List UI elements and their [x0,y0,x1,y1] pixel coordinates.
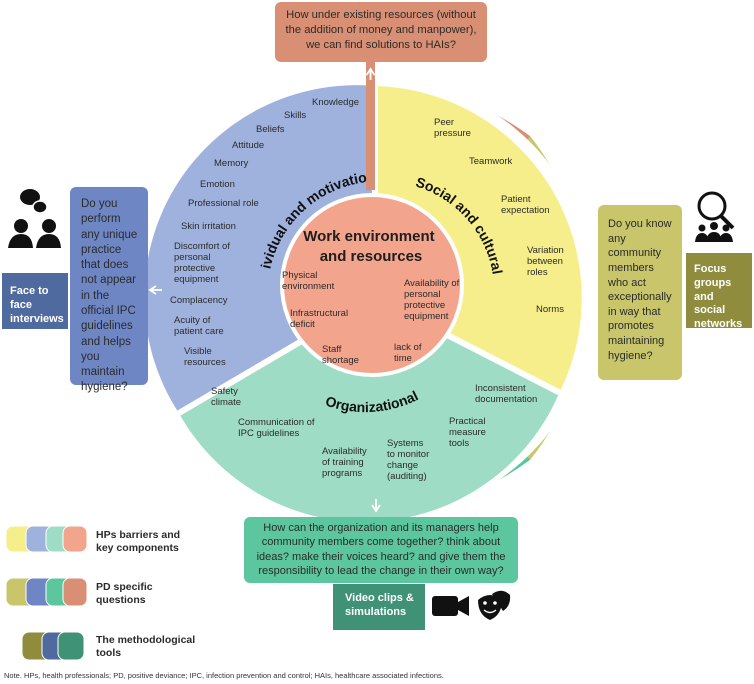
item-beliefs: Beliefs [256,124,285,135]
magnifier-group-icon [695,191,735,242]
question-text-top: How under existing resources (without th… [285,9,477,51]
legend-swatch-1 [5,525,88,553]
tool-label-right: Focus groups and social networks [694,263,743,330]
theater-masks-icon [478,590,511,620]
question-text-right: Do you know any community members who ac… [608,218,672,362]
tool-label-bottom: Video clips & simulations [345,592,414,618]
tool-tag-bottom: Video clips & simulations [333,584,425,630]
question-box-left: Do you perform any unique practice that … [70,187,148,393]
center-circle [280,193,464,377]
legend-swatch-3 [21,631,85,661]
question-box-bottom: How can the organization and its manager… [244,517,518,583]
item-skills: Skills [284,110,306,121]
item-teamwork: Teamwork [469,156,513,167]
arrow-left-icon [148,285,162,295]
people-talking-icon [8,189,61,248]
question-box-right: Do you know any community members who ac… [598,205,682,380]
item-attitude: Attitude [232,140,264,151]
legend-label-1: HPs barriers and key components [96,529,181,554]
question-text-left: Do you perform any unique practice that … [81,198,138,394]
item-emotion: Emotion [200,179,235,190]
center-title: Work environment and resources [303,228,439,265]
item-professional-role: Professional role [188,198,259,209]
legend-label-3: The methodological tools [96,634,196,659]
arrow-right-icon [582,287,596,297]
question-text-bottom: How can the organization and its manager… [256,522,506,577]
legend-label-2: PD specific questions [96,581,153,606]
tool-label-left: Face to face interviews [10,285,64,325]
item-memory: Memory [214,158,249,169]
arrow-up-icon [365,67,376,80]
top-connector-bar [366,62,375,190]
question-box-top: How under existing resources (without th… [275,2,487,62]
video-camera-icon [432,596,469,616]
item-norms: Norms [536,304,564,315]
arrow-down-icon [371,499,381,513]
quadrant-organizational [178,298,560,522]
tool-tag-left: Face to face interviews [2,273,68,329]
tool-tag-right: Focus groups and social networks [686,253,752,330]
item-complacency: Complacency [170,295,228,306]
item-skin-irritation: Skin irritation [181,221,236,232]
legend-swatch-2 [5,577,88,607]
item-knowledge: Knowledge [312,97,359,108]
footnote: Note. HPs, health professionals; PD, pos… [4,671,444,680]
